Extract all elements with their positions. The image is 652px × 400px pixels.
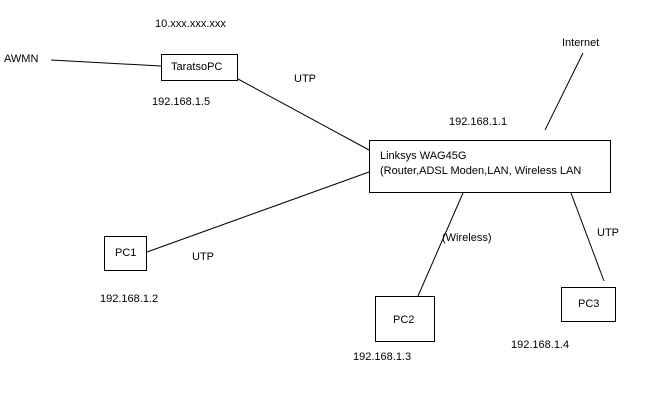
link-internet-router bbox=[544, 52, 584, 131]
node-pc1: PC1 bbox=[104, 236, 147, 271]
link-pc2-router bbox=[417, 192, 464, 297]
taratsopc-external-ip: 10.xxx.xxx.xxx bbox=[155, 18, 226, 30]
awmn-label: AWMN bbox=[4, 53, 39, 65]
node-taratsopc: TaratsoPC bbox=[161, 54, 238, 81]
pc1-ip: 192.168.1.2 bbox=[100, 293, 159, 305]
link-pc3-router-label: UTP bbox=[597, 227, 619, 239]
link-pc1-router bbox=[146, 171, 370, 253]
node-router-name: Linksys WAG45G bbox=[380, 150, 467, 162]
pc3-ip: 192.168.1.4 bbox=[511, 339, 570, 351]
link-taratsopc-router bbox=[237, 78, 370, 151]
link-pc1-router-label: UTP bbox=[192, 251, 214, 263]
node-pc3-label: PC3 bbox=[578, 298, 600, 310]
node-pc3: PC3 bbox=[561, 287, 616, 322]
node-taratsopc-label: TaratsoPC bbox=[171, 61, 223, 73]
router-ip: 192.168.1.1 bbox=[449, 116, 508, 128]
node-router-description: (Router,ADSL Moden,LAN, Wireless LAN bbox=[380, 165, 582, 177]
node-router: Linksys WAG45G (Router,ADSL Moden,LAN, W… bbox=[369, 140, 611, 193]
link-pc3-router bbox=[570, 192, 605, 282]
taratsopc-ip: 192.168.1.5 bbox=[152, 96, 211, 108]
pc2-ip: 192.168.1.3 bbox=[353, 351, 412, 363]
node-pc2: PC2 bbox=[375, 296, 435, 342]
node-pc1-label: PC1 bbox=[115, 247, 137, 259]
internet-label: Internet bbox=[562, 37, 600, 49]
link-taratsopc-router-label: UTP bbox=[294, 73, 316, 85]
link-pc2-router-label: (Wireless) bbox=[442, 232, 492, 244]
link-awmn-taratsopc bbox=[50, 59, 162, 67]
node-pc2-label: PC2 bbox=[393, 314, 415, 326]
